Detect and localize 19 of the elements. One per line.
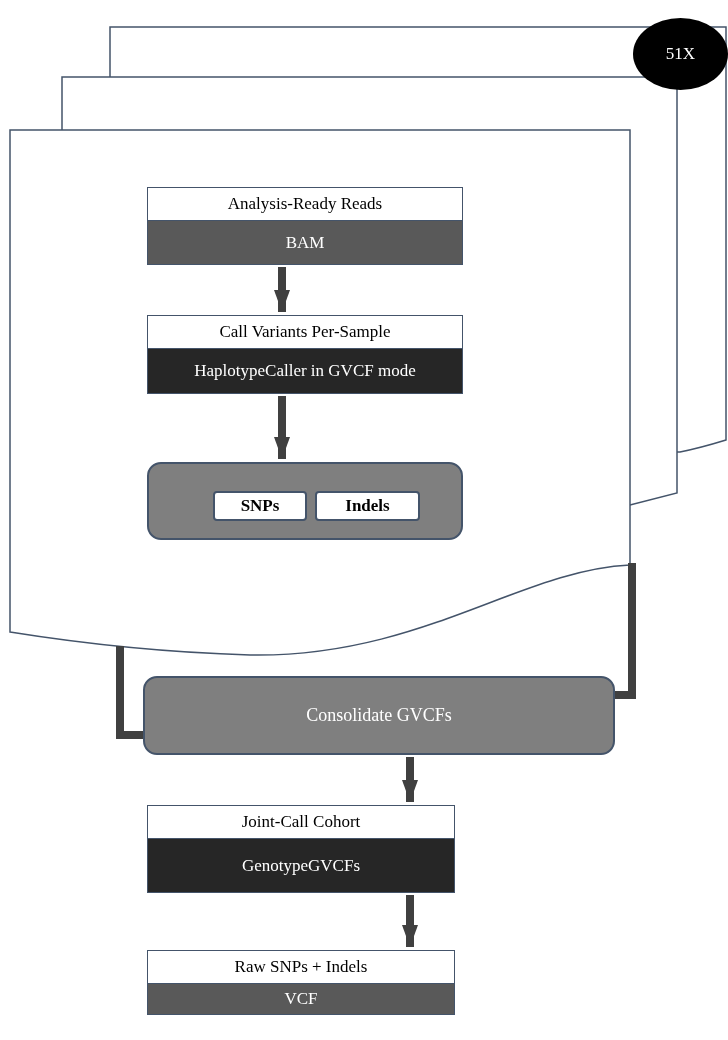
tool-label: GenotypeGVCFs [148, 839, 454, 892]
step-box [147, 805, 455, 893]
process-box [143, 676, 615, 755]
tool-label: HaplotypeCaller in GVCF mode [148, 349, 462, 393]
step-label: Consolidate GVCFs [306, 704, 452, 727]
arrow [274, 396, 290, 459]
connector-line [116, 646, 143, 739]
variant-type: SNPs [240, 495, 280, 518]
connector-line [615, 563, 636, 699]
variant-type: Indels [345, 495, 390, 518]
count-label: 51X [665, 43, 696, 66]
output-panel [147, 462, 463, 540]
step-box [147, 187, 463, 265]
variant-box [213, 491, 307, 521]
step-box [147, 315, 463, 394]
tool-label: VCF [148, 984, 454, 1014]
step-box [147, 950, 455, 1015]
tool-label: BAM [148, 221, 462, 264]
variant-box [315, 491, 420, 521]
